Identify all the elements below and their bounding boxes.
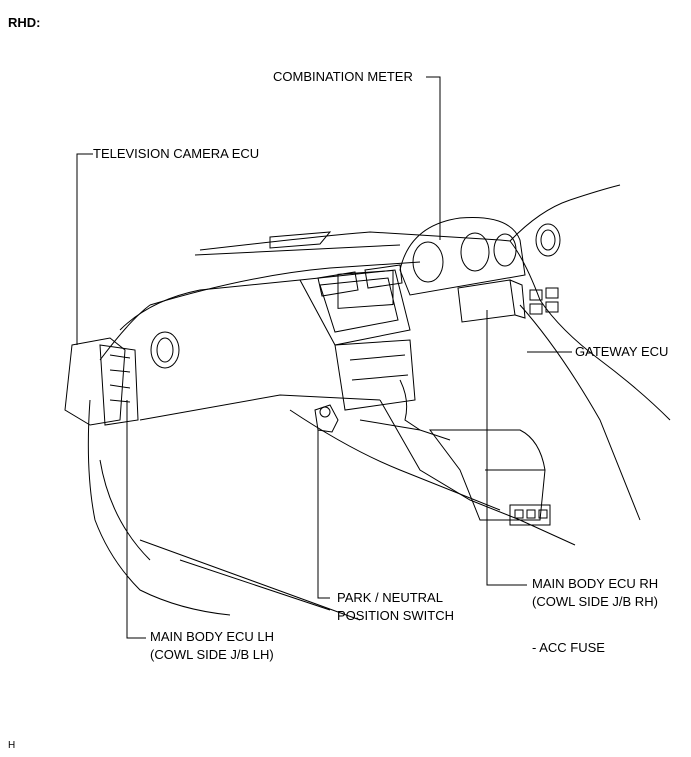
park-neutral-switch-part bbox=[314, 404, 339, 433]
tv-camera-ecu-part bbox=[64, 337, 139, 426]
air-vents bbox=[150, 223, 561, 369]
label-gateway-ecu: GATEWAY ECU bbox=[575, 344, 669, 359]
label-main-body-ecu-rh-sub: (COWL SIDE J/B RH) bbox=[532, 594, 658, 609]
label-television-camera-ecu: TELEVISION CAMERA ECU bbox=[93, 146, 260, 161]
page-title: RHD: bbox=[8, 15, 41, 30]
label-combination-meter: COMBINATION METER bbox=[273, 69, 413, 84]
combination-meter bbox=[399, 216, 526, 296]
leader-lines bbox=[76, 76, 572, 639]
label-park-neutral-2: POSITION SWITCH bbox=[337, 608, 454, 623]
label-main-body-ecu-rh: MAIN BODY ECU RH bbox=[532, 576, 659, 591]
gateway-ecu-part bbox=[457, 279, 559, 323]
label-park-neutral-1: PARK / NEUTRAL bbox=[337, 590, 443, 605]
label-main-body-ecu-lh-sub: (COWL SIDE J/B LH) bbox=[150, 647, 274, 662]
dashboard-outline bbox=[87, 184, 671, 621]
center-console bbox=[299, 269, 551, 526]
label-acc-fuse: - ACC FUSE bbox=[532, 640, 605, 655]
figure-code: H bbox=[8, 740, 16, 751]
label-main-body-ecu-lh: MAIN BODY ECU LH bbox=[150, 629, 275, 644]
